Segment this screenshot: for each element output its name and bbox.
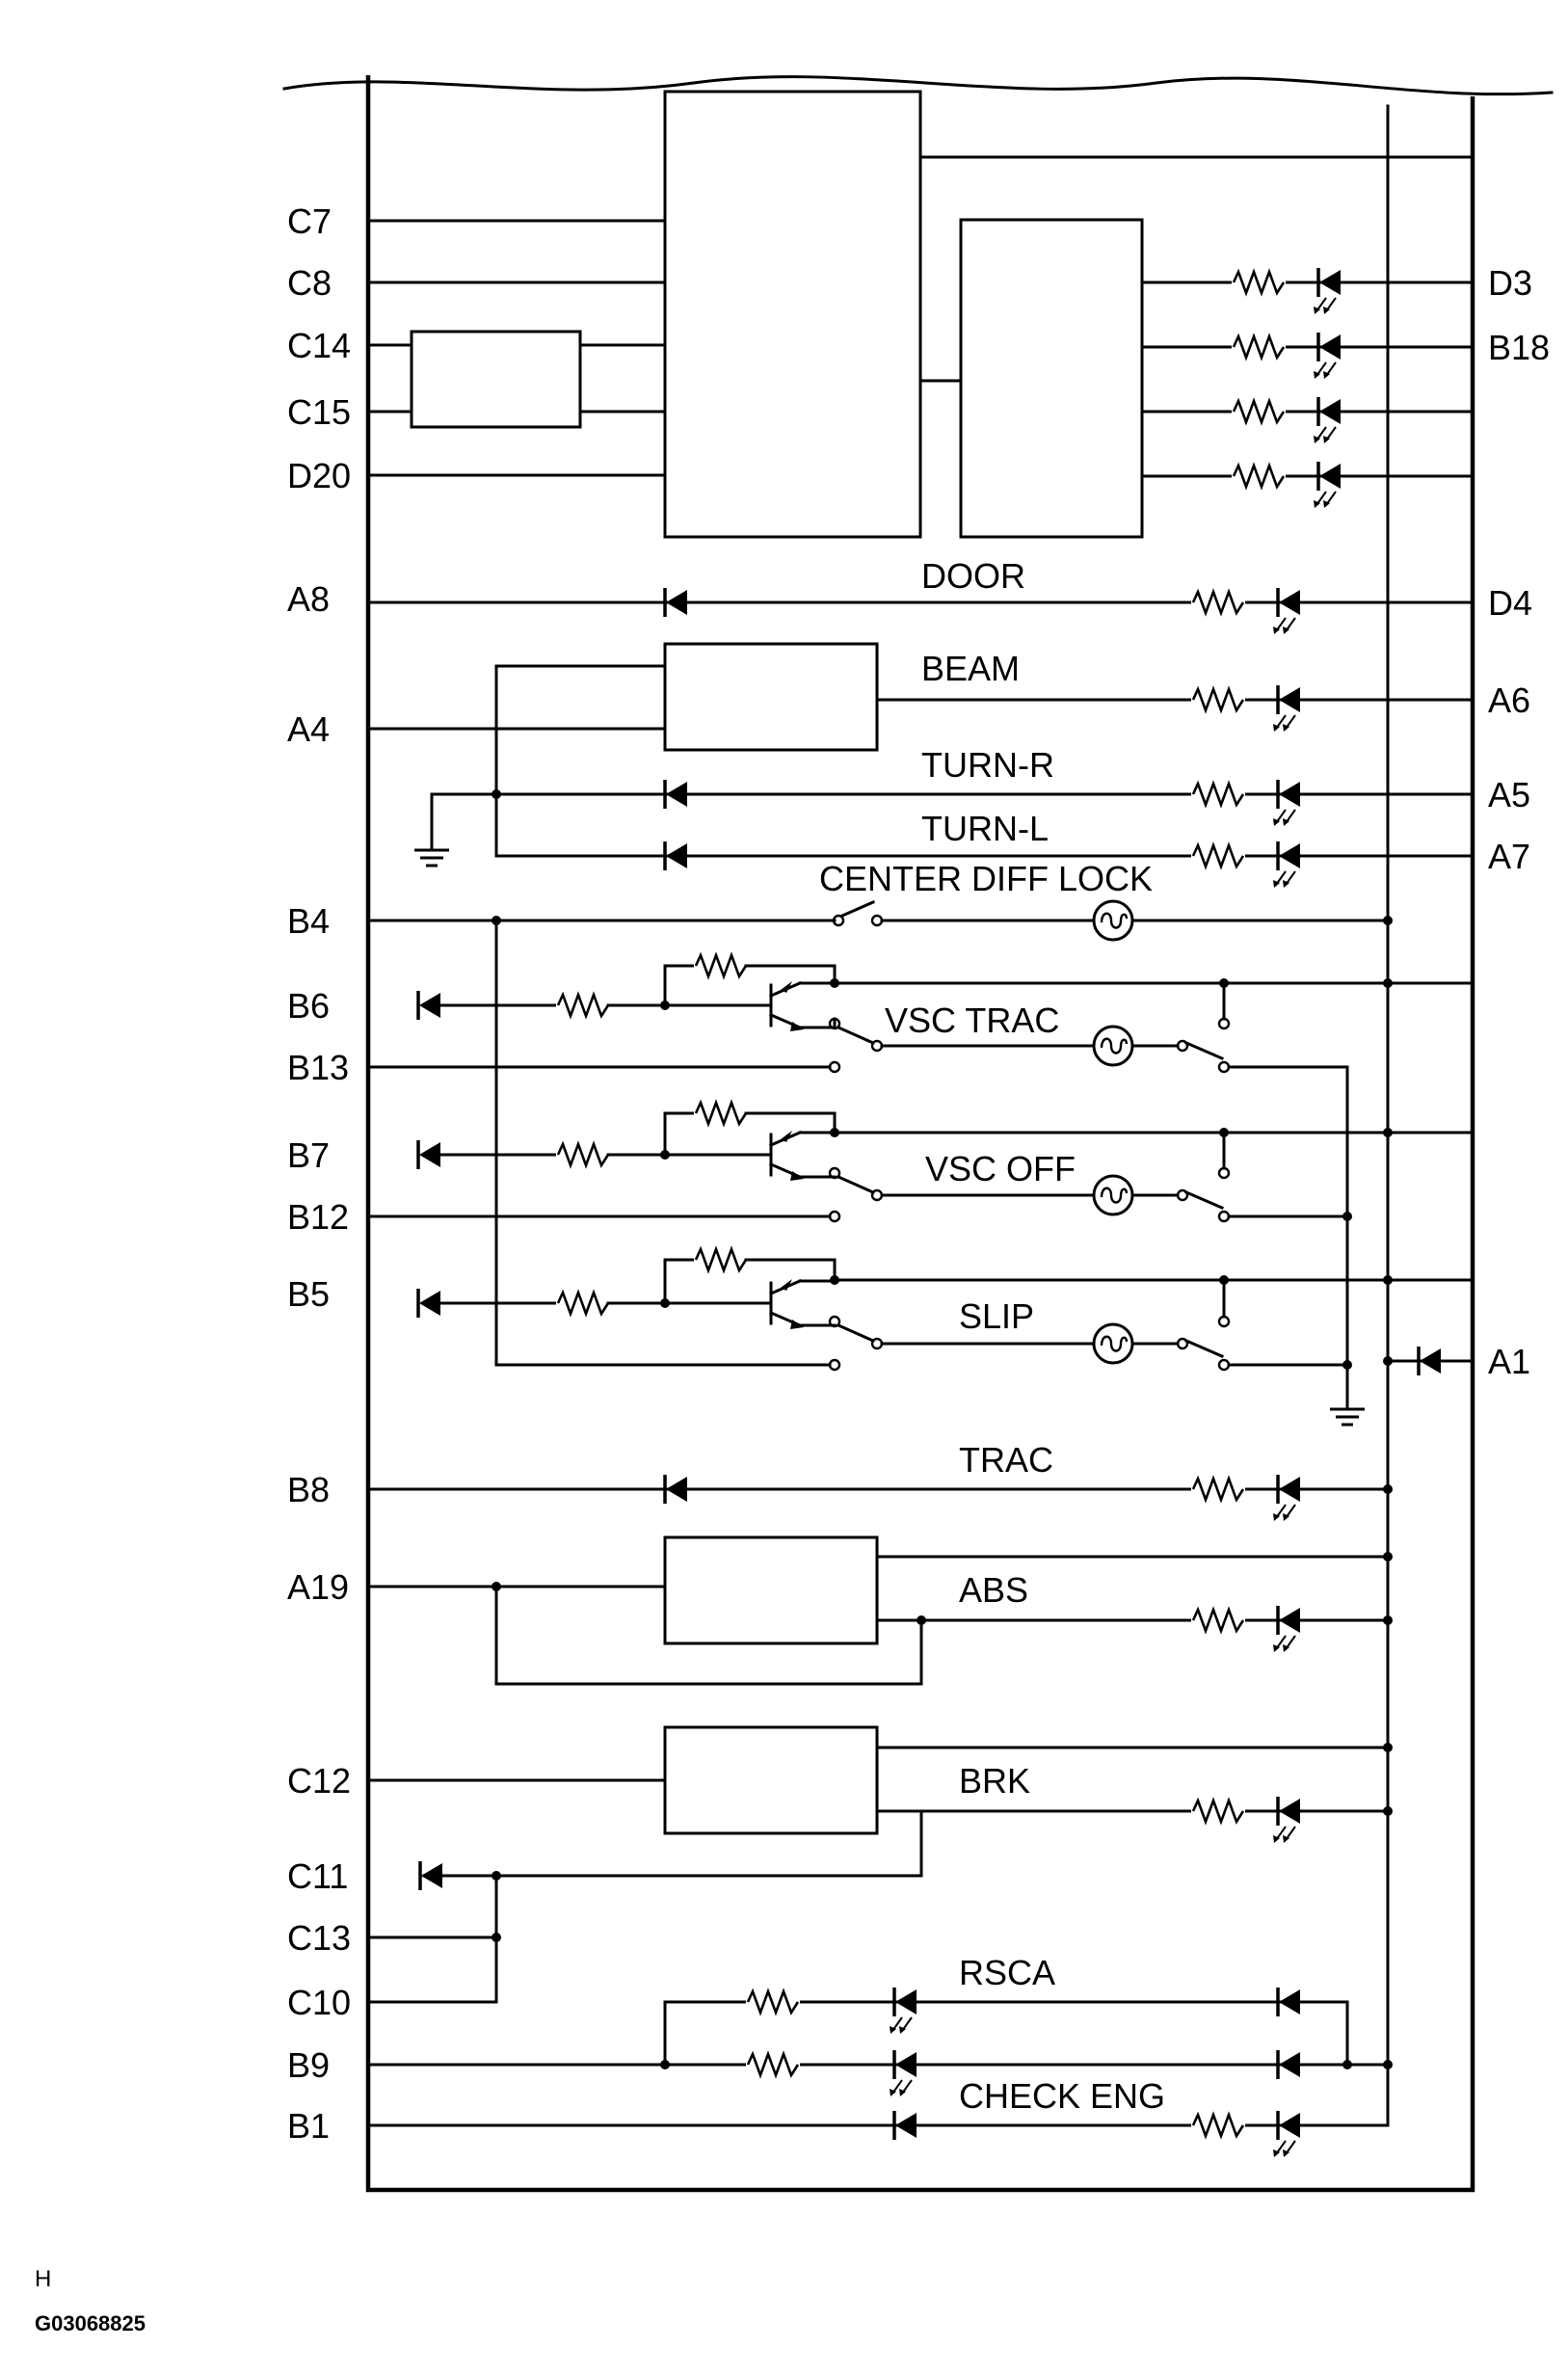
pin-b6: B6 (287, 986, 330, 1026)
label-center-diff-lock: CENTER DIFF LOCK (819, 859, 1153, 898)
label-check-eng: CHECK ENG (959, 2076, 1165, 2116)
pin-c15: C15 (287, 392, 351, 432)
beam-turn-circuit (366, 642, 1475, 890)
pin-c11: C11 (287, 1856, 348, 1896)
pin-d20: D20 (287, 456, 351, 495)
pin-b5: B5 (287, 1274, 330, 1314)
label-turn-l: TURN-L (921, 809, 1049, 848)
footer-mark: H (35, 2266, 51, 2292)
pin-c10: C10 (287, 1983, 351, 2022)
pin-b9: B9 (287, 2045, 330, 2085)
pin-b13: B13 (287, 1048, 349, 1087)
pin-b18: B18 (1488, 328, 1550, 367)
pin-d3: D3 (1488, 263, 1532, 303)
label-turn-r: TURN-R (921, 745, 1054, 785)
pin-a5: A5 (1488, 775, 1530, 814)
pin-d4: D4 (1488, 583, 1532, 623)
right-pin-labels: D3 B18 D4 A6 A5 A7 A1 (1488, 263, 1550, 1381)
pin-b12: B12 (287, 1197, 349, 1237)
label-slip: SLIP (959, 1296, 1034, 1336)
trac-circuit (366, 1473, 1393, 1523)
center-diff-lock-circuit (366, 899, 1393, 1367)
pin-a6: A6 (1488, 680, 1530, 720)
pin-a19: A19 (287, 1567, 349, 1607)
pin-b7: B7 (287, 1135, 330, 1175)
indicator-stages (366, 952, 1475, 1427)
footer-code: G03068825 (35, 2311, 146, 2335)
abs-circuit (366, 1535, 1393, 1686)
pin-c8: C8 (287, 263, 332, 303)
label-trac: TRAC (959, 1440, 1053, 1480)
pin-a7: A7 (1488, 837, 1530, 876)
label-rsca: RSCA (959, 1953, 1055, 1992)
pin-a1: A1 (1488, 1342, 1530, 1381)
label-abs: ABS (959, 1570, 1028, 1610)
upper-logic-blocks (366, 90, 1475, 2127)
upper-led-outputs (1140, 266, 1475, 510)
circuit-labels: DOOR BEAM TURN-R TURN-L CENTER DIFF LOCK… (819, 556, 1165, 2116)
pin-c7: C7 (287, 201, 332, 241)
pin-b8: B8 (287, 1470, 330, 1509)
pin-a4: A4 (287, 709, 330, 749)
pin-b4: B4 (287, 901, 330, 941)
door-circuit (366, 586, 1475, 636)
left-pin-labels: C7 C8 C14 C15 D20 A8 A4 B4 B6 B13 B7 B12… (287, 201, 351, 2146)
pin-b1: B1 (287, 2106, 330, 2146)
figure-footer: H G03068825 (35, 2266, 146, 2335)
label-vsc-trac: VSC TRAC (885, 1001, 1059, 1040)
label-brk: BRK (959, 1761, 1030, 1801)
pin-c12: C12 (287, 1761, 351, 1801)
label-vsc-off: VSC OFF (925, 1149, 1076, 1188)
ecu-frame (282, 75, 1554, 2193)
pin-c13: C13 (287, 1918, 351, 1958)
label-beam: BEAM (921, 649, 1020, 688)
brk-circuit (366, 1725, 1393, 2004)
pin-a8: A8 (287, 579, 330, 619)
label-door: DOOR (921, 556, 1025, 596)
rsca-check-eng-circuit (366, 1986, 1393, 2159)
pin-c14: C14 (287, 326, 351, 365)
